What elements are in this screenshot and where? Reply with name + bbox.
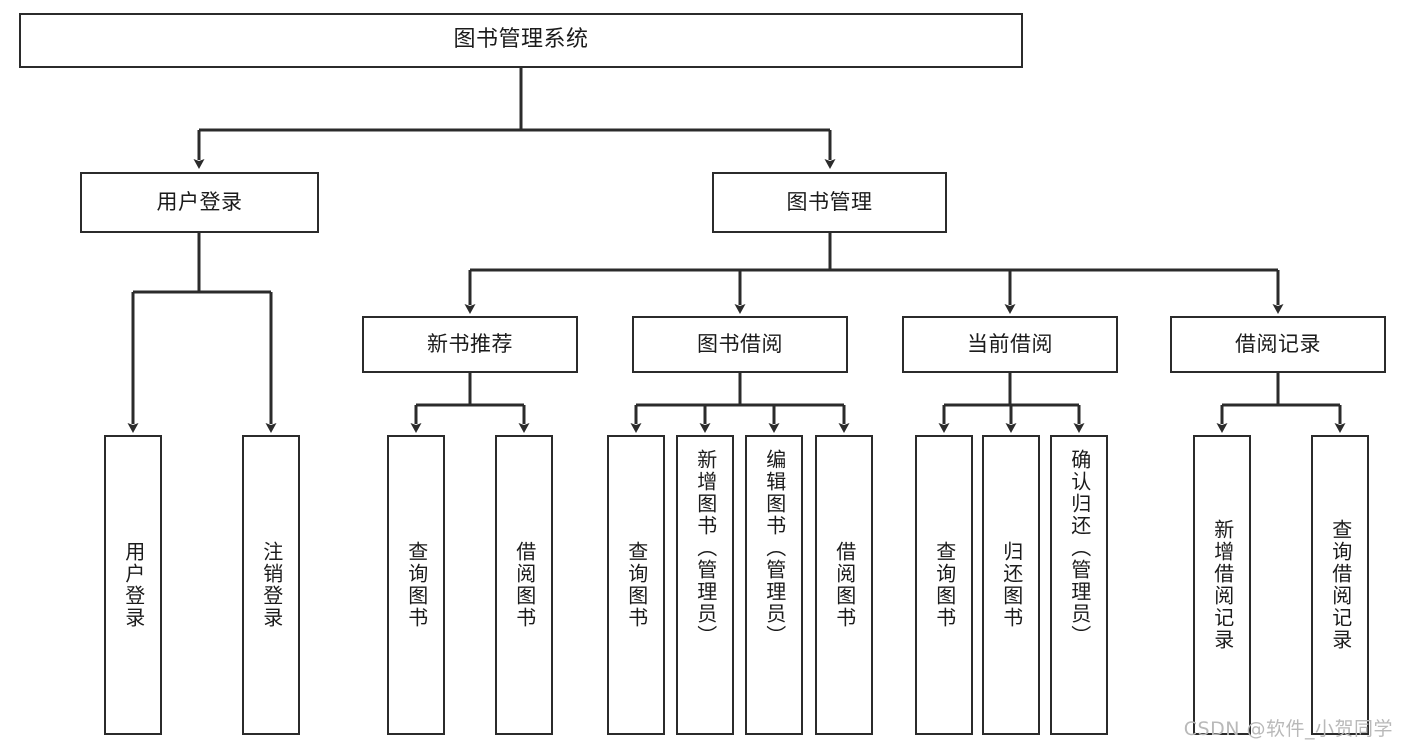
- node-book-management[interactable]: 图书管理: [712, 172, 947, 233]
- node-root-system[interactable]: 图书管理系统: [19, 13, 1023, 68]
- leaf-newbook-borrow-books[interactable]: 借阅图书: [495, 435, 553, 735]
- node-user-login[interactable]: 用户登录: [80, 172, 319, 233]
- node-label: 查询图书: [404, 541, 429, 629]
- node-label: 新增图书（管理员）: [693, 449, 718, 647]
- leaf-bookborrow-add-book-admin[interactable]: 新增图书（管理员）: [676, 435, 734, 735]
- node-label: 确认归还（管理员）: [1067, 449, 1092, 647]
- node-label: 借阅图书: [832, 541, 857, 629]
- leaf-bookborrow-edit-book-admin[interactable]: 编辑图书（管理员）: [745, 435, 803, 735]
- node-label: 用户登录: [156, 189, 243, 214]
- leaf-user-login[interactable]: 用户登录: [104, 435, 162, 735]
- node-label: 归还图书: [999, 541, 1024, 629]
- node-new-book-recommend[interactable]: 新书推荐: [362, 316, 578, 373]
- leaf-borrowrecord-add-record[interactable]: 新增借阅记录: [1193, 435, 1251, 735]
- leaf-currentborrow-query-books[interactable]: 查询图书: [915, 435, 973, 735]
- node-label: 编辑图书（管理员）: [762, 449, 787, 647]
- node-borrowing-records[interactable]: 借阅记录: [1170, 316, 1386, 373]
- node-label: 图书借阅: [697, 331, 783, 356]
- csdn-watermark: CSDN @软件_小贺同学: [1183, 718, 1393, 740]
- node-label: 图书管理系统: [453, 27, 589, 53]
- node-book-borrowing[interactable]: 图书借阅: [632, 316, 848, 373]
- leaf-borrowrecord-query-record[interactable]: 查询借阅记录: [1311, 435, 1369, 735]
- node-label: 查询图书: [624, 541, 649, 629]
- leaf-currentborrow-return-books[interactable]: 归还图书: [982, 435, 1040, 735]
- node-label: 借阅图书: [512, 541, 537, 629]
- node-label: 注销登录: [259, 541, 284, 629]
- node-label: 查询借阅记录: [1328, 519, 1353, 651]
- node-label: 用户登录: [121, 541, 146, 629]
- leaf-newbook-query-books[interactable]: 查询图书: [387, 435, 445, 735]
- node-label: 借阅记录: [1235, 331, 1321, 356]
- leaf-logout[interactable]: 注销登录: [242, 435, 300, 735]
- leaf-currentborrow-confirm-return-admin[interactable]: 确认归还（管理员）: [1050, 435, 1108, 735]
- node-label: 新增借阅记录: [1210, 519, 1235, 651]
- leaf-bookborrow-query-books[interactable]: 查询图书: [607, 435, 665, 735]
- node-current-borrowing[interactable]: 当前借阅: [902, 316, 1118, 373]
- node-label: 当前借阅: [967, 331, 1053, 356]
- node-label: 新书推荐: [427, 331, 513, 356]
- node-label: 图书管理: [786, 189, 873, 214]
- leaf-bookborrow-borrow-books[interactable]: 借阅图书: [815, 435, 873, 735]
- node-label: 查询图书: [932, 541, 957, 629]
